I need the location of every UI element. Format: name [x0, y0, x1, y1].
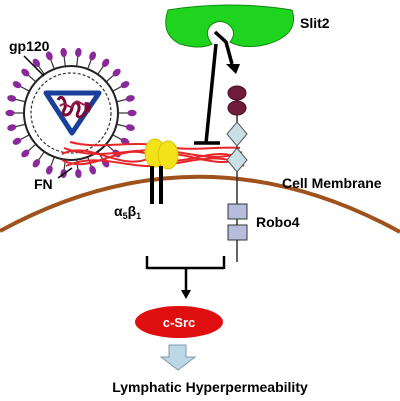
gp120-spike-head	[120, 81, 130, 89]
gp120-spike-head	[21, 68, 30, 77]
robo4-ig-domain-2	[227, 100, 247, 116]
robo4-intracellular-box-1	[227, 203, 248, 220]
gp120-pointer	[23, 55, 45, 77]
outcome-label: Lymphatic Hyperpermeability	[112, 379, 308, 395]
slit2-ligand-shape	[165, 4, 294, 48]
gp120-spike-head	[125, 95, 135, 102]
gp120-spike-head	[89, 51, 97, 61]
gp120-spike-head	[45, 51, 53, 61]
cell-membrane-label: Cell Membrane	[282, 175, 382, 191]
gp120-spike-head	[125, 124, 135, 131]
gp120-spike-head	[12, 137, 22, 145]
c-src-node	[135, 306, 223, 338]
slit2-activation-arrow	[213, 30, 234, 65]
integrin-alpha-leg	[150, 166, 154, 204]
gp120-spike-head	[89, 165, 97, 175]
robo4-label: Robo4	[256, 214, 300, 230]
gp120-spike-head	[7, 95, 17, 102]
integrin-alpha5-beta1	[144, 138, 179, 204]
gp120-spike-head	[75, 168, 82, 179]
viral-rna-coil	[56, 95, 91, 119]
gp120-spike-head	[120, 137, 130, 145]
robo4-fn3-domain-2	[226, 147, 248, 173]
integrin-beta-leg	[159, 166, 163, 204]
gp120-spike-head	[7, 124, 17, 131]
fn-label: FN	[34, 176, 53, 192]
bracket-arrowhead	[181, 290, 191, 299]
gp120-spike-head	[60, 47, 67, 58]
robo4-fn3-domain-1	[226, 121, 248, 147]
integrin-label: α5β1	[114, 203, 141, 221]
cell-membrane	[0, 174, 400, 234]
slit2-activation-arrowhead	[226, 64, 240, 74]
robo4-receptor	[226, 85, 248, 262]
gp120-spike-head	[127, 109, 137, 117]
gp120-spike-head	[12, 81, 22, 89]
fn-pointer	[57, 167, 73, 179]
inhibition-line	[204, 43, 218, 144]
gp120-spike-head	[112, 68, 121, 77]
convergence-bracket	[145, 256, 226, 290]
gp120-spike-head	[32, 159, 41, 168]
robo4-ig-domain-1	[227, 85, 247, 101]
gp120-spike-head	[5, 109, 15, 117]
gp120-spike-head	[45, 165, 53, 175]
integrin-head-right	[157, 140, 179, 170]
slit2-label: Slit2	[300, 15, 330, 31]
c-src-label: c-Src	[163, 315, 196, 330]
gp120-spike-head	[32, 58, 41, 67]
outcome-block-arrow	[159, 344, 197, 371]
gp120-spike-head	[75, 47, 82, 58]
virus-envelope-inner	[30, 72, 112, 154]
gp120-spike-head	[21, 149, 30, 158]
robo4-intracellular-box-2	[227, 224, 248, 241]
gp120-spike-head	[101, 58, 110, 67]
viral-rna-coil-2	[59, 100, 87, 108]
gp120-label: gp120	[9, 38, 50, 54]
